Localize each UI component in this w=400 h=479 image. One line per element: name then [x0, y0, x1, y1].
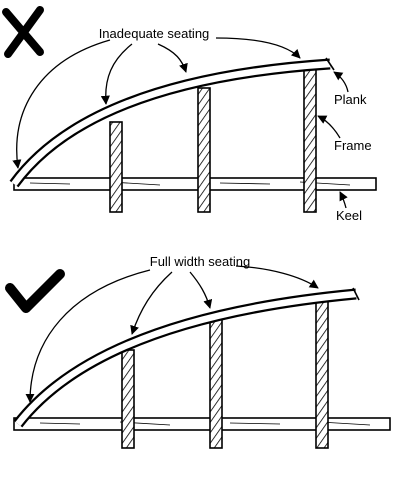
- frame-1: [109, 121, 123, 213]
- label-plank: Plank: [334, 92, 367, 107]
- callout-title: Full width seating: [150, 254, 250, 269]
- callout-title: Inadequate seating: [99, 26, 210, 41]
- frame-2: [197, 87, 211, 213]
- plank-leader: [333, 71, 349, 93]
- check-icon: [5, 269, 65, 313]
- keel-leader: [339, 191, 348, 209]
- plank: [9, 57, 335, 188]
- frame-3: [315, 297, 329, 449]
- keel: [13, 177, 377, 191]
- label-keel: Keel: [336, 208, 362, 223]
- keel: [13, 417, 391, 431]
- label-frame: Frame: [334, 138, 372, 153]
- cross-icon: [2, 6, 44, 58]
- plank: [13, 287, 360, 428]
- frame-leader: [317, 115, 341, 139]
- panel-correct: Full width seating: [5, 254, 391, 449]
- frame-2: [209, 317, 223, 449]
- callout-arrows: [12, 37, 301, 169]
- frame-3: [303, 65, 317, 213]
- panel-incorrect: Inadequate seating Plank Frame Keel: [2, 6, 377, 223]
- callout-arrows: [25, 265, 319, 403]
- frame-1: [121, 349, 135, 449]
